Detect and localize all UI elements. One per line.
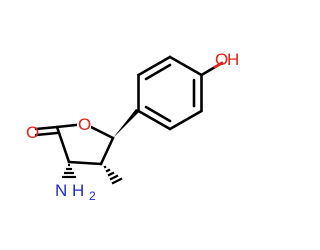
amine-hydrogen-symbol: H	[72, 181, 84, 200]
hash-line	[107, 171, 115, 177]
ring-bond-4	[168, 109, 203, 131]
carbonyl-bond-2	[34, 131, 59, 137]
carbonyl-oxygen-label: O	[26, 123, 39, 142]
hashed-wedge-to-amine	[62, 163, 76, 179]
bold-wedge-to-phenyl	[113, 109, 140, 138]
bond-c3-c2	[99, 136, 115, 166]
molecule-structure-diagram: O H O O N H 2	[26, 50, 239, 203]
ring-oxygen-label: O	[78, 115, 91, 134]
hydroxyl-bond-red-end	[213, 61, 224, 69]
hydroxyl-oxygen-label: O	[215, 50, 228, 69]
hash-line	[103, 165, 107, 169]
bond-c1-c4	[55, 125, 71, 164]
amine-hydrogen-count: 2	[89, 189, 96, 203]
hash-line	[105, 168, 111, 173]
hash-line	[111, 177, 123, 185]
ring-double-bond-inner-3	[144, 105, 172, 123]
ring-bond-2	[168, 55, 203, 77]
hashed-wedge-to-methyl	[103, 165, 123, 185]
bond-c4-c3	[67, 160, 103, 166]
hash-line	[109, 174, 119, 181]
ring-bond-1	[137, 55, 172, 77]
ring-bond-5	[137, 109, 172, 131]
hydroxyl-hydrogen-label: H	[227, 50, 239, 69]
carbonyl-bond-1	[34, 125, 59, 131]
phenyl-ring	[137, 55, 203, 131]
amine-nitrogen-label: N H 2	[55, 181, 96, 203]
amine-nitrogen-symbol: N	[55, 181, 67, 200]
ring-double-bond-inner-1	[144, 63, 172, 81]
ring-oxygen-label-background	[77, 116, 91, 132]
